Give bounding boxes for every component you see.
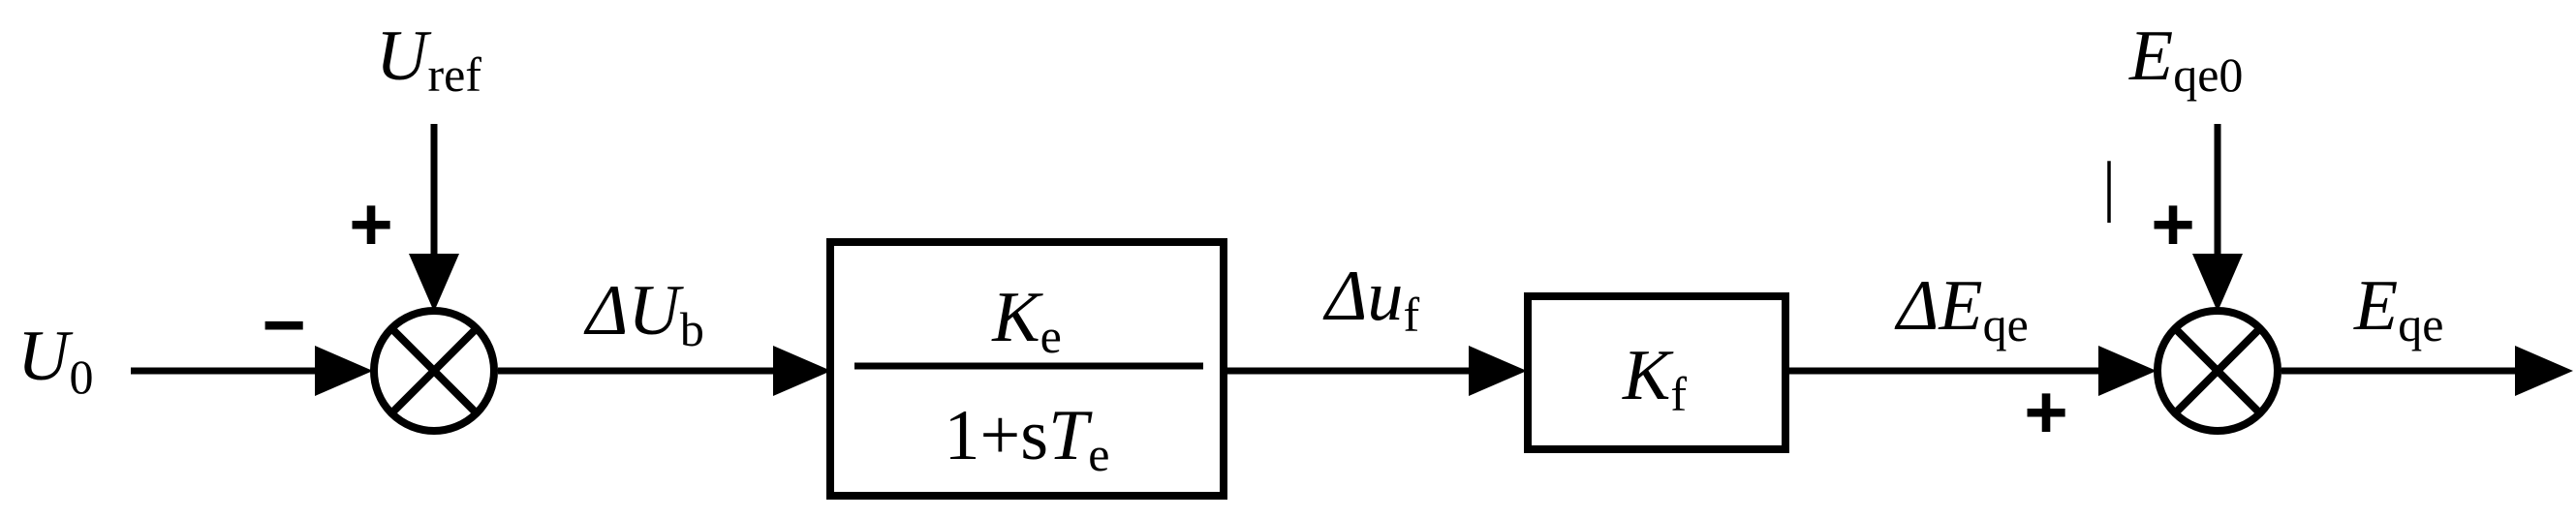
label-u0: U0 [17, 317, 93, 404]
gain-block: Kf [1524, 292, 1789, 453]
arrowhead-sum2-top [2192, 254, 2243, 312]
label-eqe0: Eqe0 [2128, 16, 2243, 102]
arrowhead-exciter-in [773, 346, 831, 396]
arrowhead-sum1-top [409, 254, 459, 312]
summing-junction-2 [2154, 307, 2281, 435]
arrowhead-gain-in [1469, 346, 1527, 396]
exciter-numerator: Ke [991, 278, 1062, 363]
gain-label: Kf [1622, 336, 1687, 421]
exciter-transfer-block: Ke 1+sTe [826, 238, 1227, 500]
sign-sum1-top: + [349, 181, 393, 266]
label-delta-ub: ΔUb [583, 271, 704, 356]
exciter-denominator: 1+sTe [945, 396, 1110, 481]
arrowhead-sum2-left [2098, 346, 2157, 396]
sign-sum1-left: − [262, 282, 306, 367]
label-delta-eqe: ΔEqe [1894, 266, 2029, 351]
arrowhead-sum1-left [315, 346, 373, 396]
stray-tick-mark: | [2102, 149, 2116, 224]
label-delta-uf: Δuf [1322, 257, 1419, 342]
summing-junction-1 [370, 307, 498, 435]
arrowhead-output [2515, 346, 2573, 396]
label-uref: Uref [376, 16, 481, 102]
label-eqe: Eqe [2353, 266, 2443, 351]
sign-sum2-top: + [2151, 181, 2195, 266]
sign-sum2-left: + [2024, 369, 2068, 454]
